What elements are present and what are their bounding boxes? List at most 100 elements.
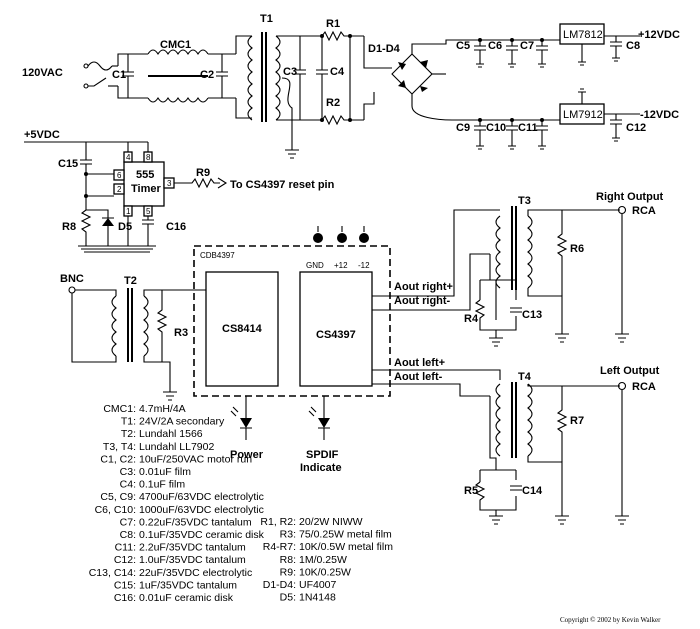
capacitor-c2 [216, 54, 228, 98]
transformer-t2-primary [111, 295, 117, 357]
parts-list-item: C4: [120, 479, 136, 491]
left-output-section: Aout left+ Aout left- T4 R7 R5 C14 Left … [372, 357, 660, 525]
parts-list-item: T3, T4: [103, 441, 136, 453]
svg-text:Aout left+: Aout left+ [394, 357, 445, 369]
svg-text:C13: C13 [522, 309, 542, 321]
svg-text:R9: R9 [196, 167, 210, 179]
parts-list-item-value: 24V/2A secondary [139, 416, 225, 428]
svg-text:C1: C1 [112, 69, 126, 81]
svg-text:6: 6 [117, 171, 122, 180]
resistor-r9 [174, 177, 220, 189]
timer-section: +5VDC C15 4 8 6 2 3 1 5 555 Timer R8 D5 … [24, 129, 335, 253]
resistor-r8 [80, 209, 92, 246]
svg-text:C6: C6 [488, 40, 502, 52]
svg-text:C16: C16 [166, 221, 186, 233]
svg-text:Right Output: Right Output [596, 191, 664, 203]
svg-text:+12VDC: +12VDC [638, 29, 680, 41]
transformer-t1-primary [247, 35, 253, 121]
capacitor-c15 [80, 142, 92, 174]
svg-text:-12VDC: -12VDC [640, 109, 679, 121]
ground-symbol [285, 149, 299, 159]
resistor-list-item: R8: [280, 554, 296, 566]
svg-text:8: 8 [146, 153, 151, 162]
svg-text:D5: D5 [118, 221, 132, 233]
right-output-section: Aout right+ Aout right- T3 R6 R4 C13 Rig… [372, 191, 664, 347]
svg-text:C3: C3 [283, 66, 297, 78]
parts-list-item-value: 0.1uF film [139, 479, 185, 491]
svg-text:CDB4397: CDB4397 [200, 251, 235, 260]
parts-list-item-value: 0.01uF film [139, 466, 191, 478]
parts-list-item: C5, C9: [100, 491, 136, 503]
svg-text:D1-D4: D1-D4 [368, 43, 401, 55]
resistor-list-item-value: 1N4148 [299, 592, 336, 604]
parts-list-item-value: 0.22uF/35VDC tantalum [139, 516, 252, 528]
svg-text:C2: C2 [200, 69, 214, 81]
svg-text:T4: T4 [518, 371, 532, 383]
capacitor-c3 [294, 36, 306, 120]
svg-text:C15: C15 [58, 158, 78, 170]
svg-text:1: 1 [126, 207, 131, 216]
parts-list-item-value: 0.01uF ceramic disk [139, 592, 234, 604]
fuse-symbol [87, 61, 113, 71]
svg-text:R1: R1 [326, 18, 340, 30]
parts-list-item-value: Lundahl LL7902 [139, 441, 214, 453]
transformer-t1-secondary [275, 35, 281, 121]
rca-right [617, 205, 627, 215]
resistor-r4 [474, 299, 517, 331]
input-terminal-top [83, 63, 89, 69]
svg-text:BNC: BNC [60, 273, 84, 285]
svg-text:T3: T3 [518, 195, 531, 207]
parts-list-item: C7: [120, 516, 136, 528]
resistor-r5 [474, 481, 517, 511]
capacitor-c4 [316, 36, 328, 120]
svg-text:C9: C9 [456, 122, 470, 134]
svg-text:CMC1: CMC1 [160, 39, 191, 51]
svg-text:4: 4 [126, 153, 131, 162]
svg-text:C10: C10 [486, 122, 506, 134]
bridge-and-regulators: D1-D4 C5 C6 C7 LM7812 C8 +12VDC C9 C10 C… [363, 23, 680, 150]
svg-text:C12: C12 [626, 122, 646, 134]
transformer-t2-secondary [143, 295, 149, 357]
resistor-r6 [556, 210, 568, 296]
svg-text:C5: C5 [456, 40, 470, 52]
resistor-r1 [300, 30, 364, 42]
parts-list-item: C11: [115, 542, 136, 554]
svg-text:R6: R6 [570, 243, 584, 255]
parts-list-item-value: 10uF/250VAC motor run [139, 453, 252, 465]
svg-text:Aout left-: Aout left- [394, 371, 443, 383]
svg-text:To CS4397 reset pin: To CS4397 reset pin [230, 179, 335, 191]
svg-text:C4: C4 [330, 66, 345, 78]
capacitor-c12 [610, 114, 622, 142]
svg-text:RCA: RCA [632, 381, 656, 393]
rca-left [617, 381, 627, 391]
copyright-note: Copyright © 2002 by Kevin Walker [560, 616, 661, 624]
resistor-list-item-value: 10K/0.25W [299, 566, 351, 578]
svg-text:C14: C14 [522, 485, 543, 497]
svg-text:T1: T1 [260, 13, 273, 25]
transformer-t4-primary [495, 383, 501, 457]
svg-text:C7: C7 [520, 40, 534, 52]
svg-text:Aout right-: Aout right- [394, 295, 451, 307]
power-switch [88, 77, 107, 87]
parts-list-item-value: 4700uF/63VDC electrolytic [139, 491, 264, 503]
svg-text:R4: R4 [464, 313, 479, 325]
transformer-t4-secondary [527, 383, 533, 457]
capacitor-c8 [610, 36, 622, 62]
parts-list-item: C15: [114, 579, 136, 591]
parts-list-item-value: 4.7mH/4A [139, 403, 186, 415]
svg-text:RCA: RCA [632, 205, 656, 217]
capacitor-c13 [510, 307, 522, 313]
parts-list-item: C1, C2: [100, 453, 136, 465]
led-spdif [318, 418, 330, 428]
parts-list-item: C8: [120, 529, 136, 541]
svg-text:5: 5 [146, 207, 151, 216]
parts-list-item: CMC1: [103, 403, 136, 415]
board-outline [193, 245, 391, 397]
parts-list-item: C12: [114, 554, 136, 566]
diode-d5 [102, 218, 114, 226]
ground-symbol [489, 510, 503, 525]
parts-list-item-value: 0.1uF/35VDC ceramic disk [139, 529, 265, 541]
